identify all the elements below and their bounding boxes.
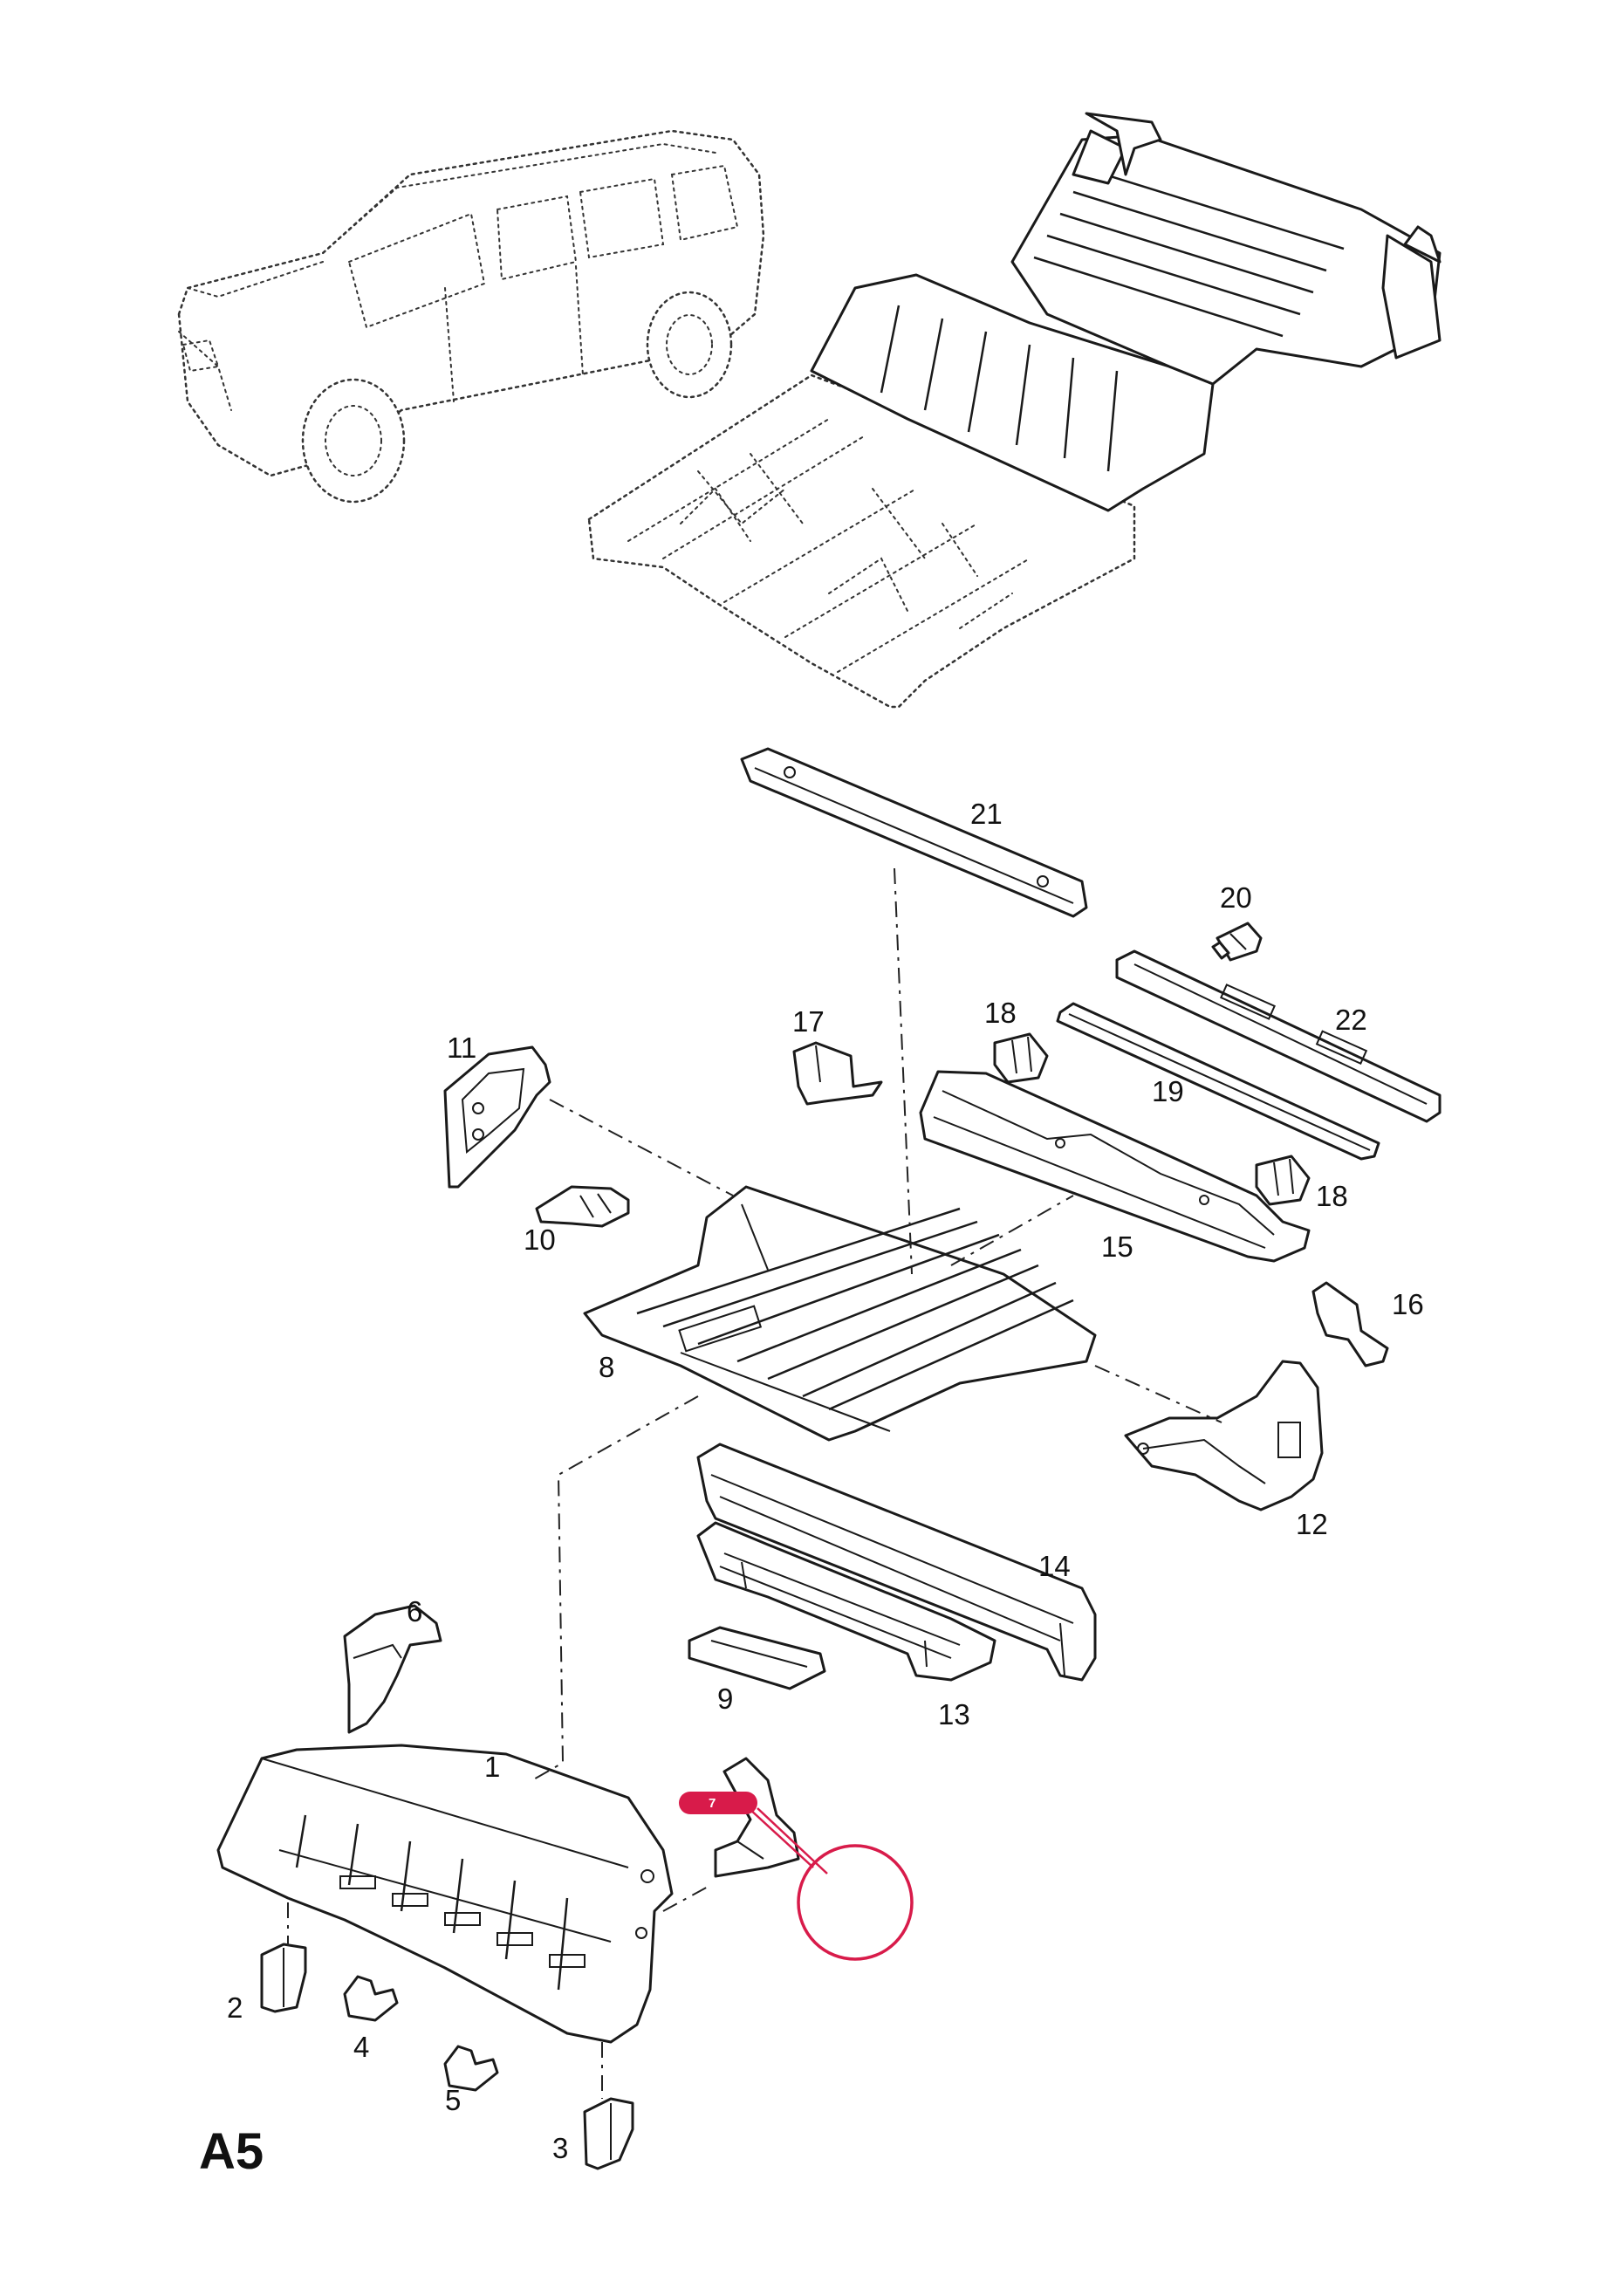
vehicle-overview-illustration (177, 129, 765, 504)
label-11: 11 (447, 1031, 476, 1064)
part-2-bracket (260, 1943, 307, 2013)
part-18-bracket-a (993, 1032, 1049, 1084)
part-11-left-rear-panel (443, 1045, 551, 1189)
part-5-clip (443, 2045, 499, 2092)
callout-number: 7 (709, 1796, 716, 1811)
part-21-reinforcement (1115, 949, 1442, 1123)
label-8: 8 (599, 1351, 614, 1383)
label-15: 15 (1101, 1230, 1133, 1263)
part-22-rear-crossmember (740, 747, 1088, 918)
label-1: 1 (484, 1751, 500, 1783)
label-16: 17 (792, 1005, 825, 1038)
part-15-rear-sill (919, 1070, 1311, 1263)
part-12-right-rear-panel (1124, 1360, 1324, 1511)
part-20-bolt (1211, 922, 1263, 962)
label-6: 6 (407, 1595, 422, 1628)
label-4: 4 (353, 2031, 369, 2063)
label-9: 9 (717, 1683, 733, 1715)
part-16-bracket (792, 1041, 883, 1106)
part-7-callout[interactable]: 7 (679, 1792, 914, 1961)
part-9-plate (688, 1626, 826, 1690)
floor-assembly-overview (587, 112, 1442, 709)
label-17: 16 (1392, 1288, 1424, 1320)
part-10-bracket (535, 1185, 630, 1228)
callout-highlight-circle[interactable] (797, 1844, 914, 1961)
label-18b: 18 (1316, 1180, 1348, 1212)
label-12: 12 (1296, 1508, 1328, 1540)
label-19: 19 (1152, 1075, 1184, 1107)
assembly-guide-lines (287, 867, 1222, 2099)
label-21: 22 (1335, 1004, 1367, 1036)
part-8-rear-load-floor (583, 1185, 1097, 1442)
part-1-seat-base-assembly (216, 1744, 674, 2044)
label-13: 13 (938, 1698, 970, 1731)
label-14: 14 (1038, 1550, 1071, 1582)
part-13-cross-bracket (696, 1521, 996, 1682)
part-19-cross-bar (1056, 1002, 1380, 1161)
label-18a: 18 (984, 997, 1017, 1029)
label-20: 20 (1220, 881, 1252, 914)
label-10: 10 (524, 1223, 556, 1256)
label-2: 2 (227, 1991, 243, 2024)
part-4-clip (343, 1975, 399, 2022)
label-3: 3 (552, 2132, 568, 2164)
label-22: 21 (970, 798, 1003, 830)
part-18-bracket-b (1255, 1155, 1311, 1206)
part-6-bracket (343, 1604, 442, 1734)
section-label: A5 (199, 2123, 264, 2180)
part-3-bracket (583, 2097, 634, 2170)
label-5: 5 (445, 2084, 461, 2116)
part-17-bracket (1311, 1281, 1389, 1367)
callout-badge[interactable] (679, 1792, 757, 1814)
part-number-labels: 21 20 22 18 17 11 19 18 10 15 16 8 12 14… (227, 798, 1424, 2164)
part-14-rear-crossmember (696, 1443, 1097, 1682)
part-7-bracket (714, 1757, 800, 1878)
